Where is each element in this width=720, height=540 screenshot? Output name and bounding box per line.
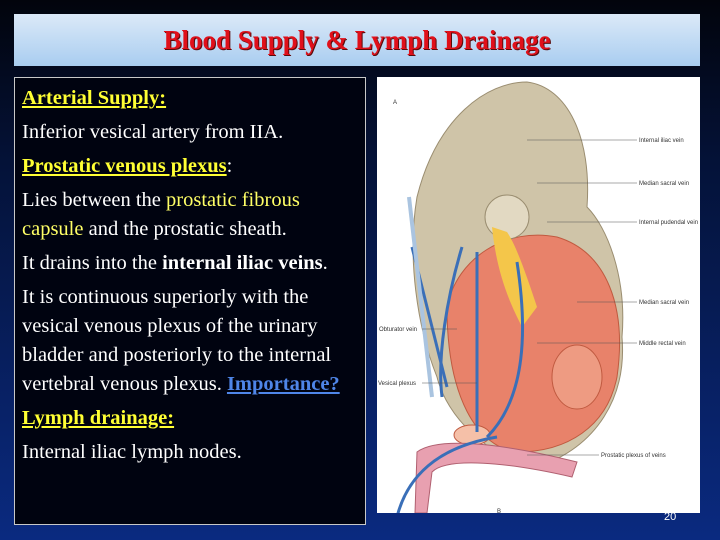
text: It is continuous superiorly with the ves… <box>22 286 332 395</box>
panel-a-label: A <box>393 100 397 106</box>
slide-title: Blood Supply & Lymph Drainage <box>163 24 551 55</box>
pelvis-veins-illustration: A B Internal iliac vein Median sacral ve… <box>377 77 700 513</box>
label-obturator-vein: Obturator vein <box>379 327 417 333</box>
label-vesical-plexus: Vesical plexus <box>378 381 416 387</box>
label-middle-rectal-vein: Middle rectal vein <box>639 341 686 347</box>
label-median-sacral-vein: Median sacral vein <box>639 181 689 187</box>
title-bar: Blood Supply & Lymph Drainage <box>14 14 700 66</box>
lymph-text: Internal iliac lymph nodes. <box>22 441 242 463</box>
colon: : <box>226 155 233 177</box>
anatomy-drawing: A B Internal iliac vein Median sacral ve… <box>378 81 698 513</box>
label-internal-iliac-vein: Internal iliac vein <box>639 138 684 144</box>
text: . <box>322 252 328 274</box>
highlight-capsule: prostatic fibrous capsule <box>22 189 300 240</box>
nerves <box>492 227 537 327</box>
lymph-heading: Lymph drainage: <box>22 407 175 429</box>
arterial-heading: Arterial Supply: <box>22 87 167 109</box>
venous-heading: Prostatic venous plexus <box>22 155 227 177</box>
panel-b-label: B <box>497 509 501 513</box>
venous-p2: It drains into the internal iliac veins. <box>22 249 365 278</box>
leader-lines <box>422 139 637 456</box>
text: and the prostatic sheath. <box>83 218 287 240</box>
venous-p1: Lies between the prostatic fibrous capsu… <box>22 186 365 244</box>
urethra <box>414 442 578 513</box>
page-number: 20 <box>664 511 677 523</box>
ligament <box>407 196 434 398</box>
label-prostatic-plexus: Prostatic plexus of veins <box>601 453 666 459</box>
content-textbox: Arterial Supply: Inferior vesical artery… <box>14 77 366 525</box>
label-internal-pudendal-vein: Internal pudendal vein <box>639 220 698 226</box>
venous-p3: It is continuous superiorly with the ves… <box>22 283 365 399</box>
importance-link[interactable]: Importance? <box>226 373 340 395</box>
arterial-text: Inferior vesical artery from IIA. <box>22 121 284 143</box>
label-median-sacral-vein-2: Median sacral vein <box>639 300 689 306</box>
text: It drains into the <box>22 252 163 274</box>
pelvic-muscles <box>446 234 620 453</box>
text: Lies between the <box>22 189 167 211</box>
rectum <box>551 344 603 410</box>
bold-internal-iliac: internal iliac veins <box>162 252 323 274</box>
